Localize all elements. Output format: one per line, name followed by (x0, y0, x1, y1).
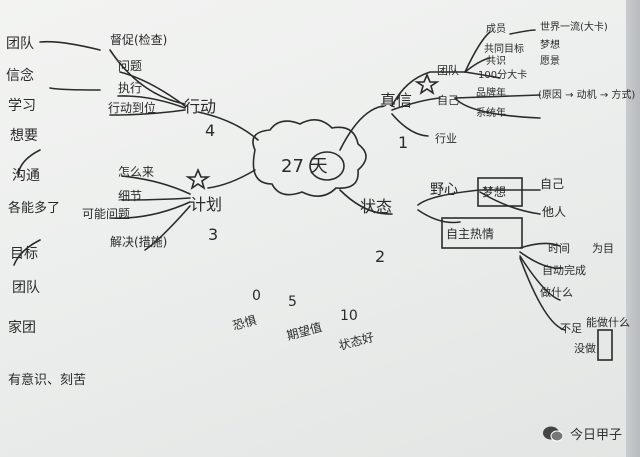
zt-item: 没做 (574, 341, 596, 355)
zt-item: 他人 (542, 205, 566, 219)
zt-item: 自己 (540, 177, 564, 191)
scale-item: 恐惧 (231, 312, 258, 333)
whiteboard-frame (626, 0, 640, 457)
left-item: 团队 (12, 280, 40, 296)
zx-item: 共识 (486, 55, 506, 67)
zt-item: 不足 (560, 322, 582, 335)
center-circle (309, 151, 345, 181)
branch-zhenxin-num: 1 (398, 133, 408, 152)
jh-item: 可能问题 (82, 207, 130, 221)
center-label: 27 天 (281, 156, 328, 177)
left-item: 有意识、刻苦 (8, 372, 86, 388)
zx-item: 自己 (437, 94, 459, 107)
watermark: 今日甲子 (542, 424, 622, 443)
star-icon (414, 72, 440, 95)
zx-item: 系统年 (476, 106, 506, 119)
star-icon (185, 167, 211, 190)
zt-item: 时间 (548, 242, 570, 255)
scale-item: 5 (288, 294, 297, 310)
zt-item: 能做什么 (586, 315, 630, 329)
scale-item: 10 (340, 308, 358, 324)
zx-item: 世界一流(大卡) (540, 20, 608, 33)
jh-item: 细节 (118, 189, 142, 203)
zx-item: 共同目标 (484, 43, 524, 55)
zx-item: 愿景 (540, 55, 560, 67)
scale-item: 0 (252, 288, 261, 304)
jh-item: 解决(措施) (110, 235, 167, 249)
box-small (597, 329, 613, 361)
left-item: 沟通 (12, 168, 40, 184)
branch-zhenxin: 真信 (380, 91, 412, 110)
scale-item: 状态好 (337, 330, 375, 353)
zt-item: 做什么 (540, 285, 573, 299)
chat-bubble-icon (542, 425, 564, 443)
branch-xingdong-num: 4 (205, 121, 215, 140)
zx-item: 梦想 (540, 38, 560, 51)
zx-item: 成员 (486, 23, 506, 35)
left-item: 团队 (6, 36, 34, 52)
zt-item: 梦想 (482, 184, 506, 199)
zx-item: 品牌年 (476, 86, 506, 99)
xd-item: 问题 (118, 59, 142, 73)
branch-xingdong: 行动 (184, 97, 216, 116)
branch-jihua: 计划 (190, 195, 222, 214)
zx-extra: (原因 → 动机 → 方式) (538, 88, 635, 101)
branch-zhuangtai: 状态 (360, 197, 392, 216)
zt-item: 自主热情 (446, 227, 494, 241)
box-mengxiang (477, 177, 523, 207)
box-zizhu (441, 217, 523, 249)
zx-item: 团队 (437, 63, 459, 77)
xd-item: 督促(检查) (110, 32, 167, 47)
left-item: 信念 (6, 67, 34, 84)
jh-item: 怎么来 (118, 164, 154, 179)
zx-item: 100分大卡 (478, 68, 527, 81)
zt-item: 野心 (430, 182, 458, 198)
zt-item: 自动完成 (542, 263, 586, 277)
xd-item: 行动到位 (108, 100, 156, 115)
zt-item: 为目 (592, 242, 614, 255)
left-item: 想要 (10, 128, 38, 144)
scale-item: 期望值 (285, 319, 324, 343)
left-item: 家团 (8, 319, 36, 336)
center-cloud (252, 119, 367, 197)
zx-item: 行业 (435, 132, 457, 145)
branch-zhuangtai-num: 2 (375, 247, 385, 266)
left-item: 学习 (8, 98, 36, 114)
xd-item: 执行 (118, 81, 142, 95)
left-item: 目标 (10, 246, 38, 262)
left-item: 各能多了 (8, 200, 60, 216)
branch-jihua-num: 3 (208, 225, 218, 244)
watermark-text: 今日甲子 (569, 428, 622, 443)
